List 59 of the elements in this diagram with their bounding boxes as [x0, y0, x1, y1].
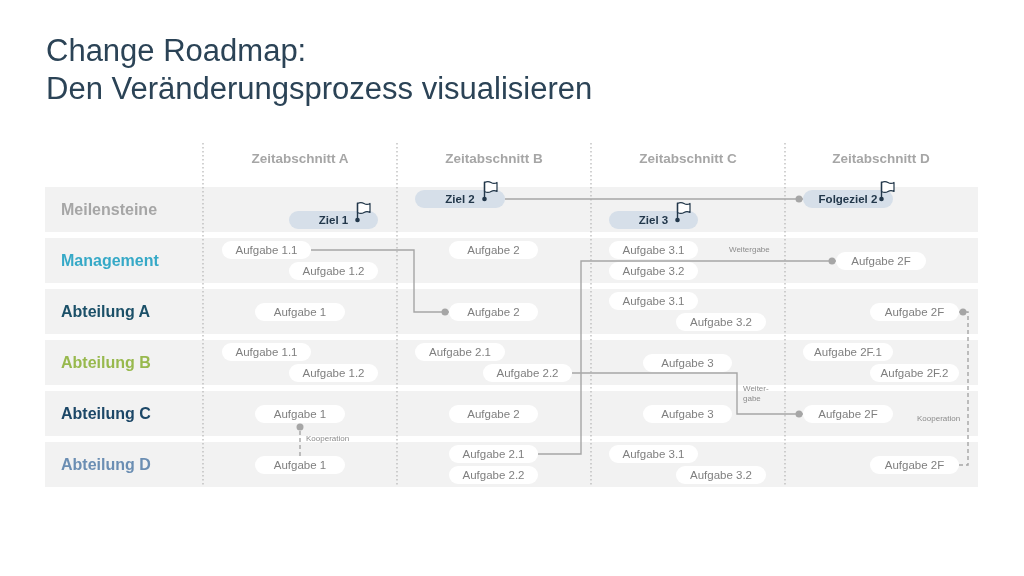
task-pill: Aufgabe 3 [643, 405, 732, 423]
task-pill: Aufgabe 3.2 [676, 466, 766, 484]
column-header: Zeitabschnitt A [251, 150, 349, 168]
task-pill: Aufgabe 2.1 [415, 343, 505, 361]
task-pill: Aufgabe 2 [449, 303, 538, 321]
swimlane-band [45, 187, 978, 232]
milestone-pill: Ziel 3 [609, 211, 698, 229]
task-pill: Aufgabe 1.1 [222, 343, 311, 361]
dashed-connector [958, 308, 969, 466]
column-header: Zeitabschnitt C [639, 150, 737, 168]
dashed-connector [296, 422, 304, 457]
task-pill: Aufgabe 3.1 [609, 292, 698, 310]
milestone-pill: Folgeziel 2 [803, 190, 893, 208]
task-pill: Aufgabe 1.2 [289, 364, 378, 382]
title: Change Roadmap: Den Veränderungsprozess visualisieren [46, 32, 593, 108]
task-pill: Aufgabe 2 [449, 405, 538, 423]
column-header: Zeitabschnitt D [832, 150, 930, 168]
connector-line [571, 372, 804, 418]
task-pill: Aufgabe 1 [255, 405, 345, 423]
task-pill: Aufgabe 2F [803, 405, 893, 423]
task-pill: Aufgabe 3.2 [676, 313, 766, 331]
swimlane-band [45, 340, 978, 385]
lane-label: Abteilung C [61, 403, 151, 424]
connector-line [310, 249, 450, 316]
task-pill: Aufgabe 1 [255, 303, 345, 321]
milestone-pill: Ziel 2 [415, 190, 505, 208]
edge-label: Kooperation [306, 434, 350, 444]
edge-label: Weiter-gabe [743, 384, 770, 404]
lane-label: Abteilung B [61, 352, 151, 373]
task-pill: Aufgabe 2F [836, 252, 926, 270]
swimlane-band [45, 442, 978, 487]
task-pill: Aufgabe 3.2 [609, 262, 698, 280]
task-pill: Aufgabe 2F [870, 456, 959, 474]
lane-label: Abteilung A [61, 301, 151, 322]
swimlane-band [45, 238, 978, 283]
column-header: Zeitabschnitt B [445, 150, 543, 168]
task-pill: Aufgabe 1.2 [289, 262, 378, 280]
connector-line [537, 257, 837, 455]
task-pill: Aufgabe 1 [255, 456, 345, 474]
milestone-pill: Ziel 1 [289, 211, 378, 229]
edge-label: Kooperation [917, 414, 961, 424]
swimlane-band [45, 289, 978, 334]
task-pill: Aufgabe 2.2 [449, 466, 538, 484]
swimlane-band [45, 391, 978, 436]
task-pill: Aufgabe 3.1 [609, 241, 698, 259]
task-pill: Aufgabe 2F [870, 303, 959, 321]
lane-label: Management [61, 250, 159, 271]
task-pill: Aufgabe 3.1 [609, 445, 698, 463]
task-pill: Aufgabe 2 [449, 241, 538, 259]
task-pill: Aufgabe 2.2 [483, 364, 572, 382]
task-pill: Aufgabe 2F.1 [803, 343, 893, 361]
task-pill: Aufgabe 2F.2 [870, 364, 959, 382]
lane-label: Abteilung D [61, 454, 151, 475]
edge-label: Weitergabe [729, 245, 770, 255]
connector-line [504, 195, 804, 203]
task-pill: Aufgabe 1.1 [222, 241, 311, 259]
task-pill: Aufgabe 3 [643, 354, 732, 372]
lane-label: Meilensteine [61, 199, 158, 220]
task-pill: Aufgabe 2.1 [449, 445, 538, 463]
